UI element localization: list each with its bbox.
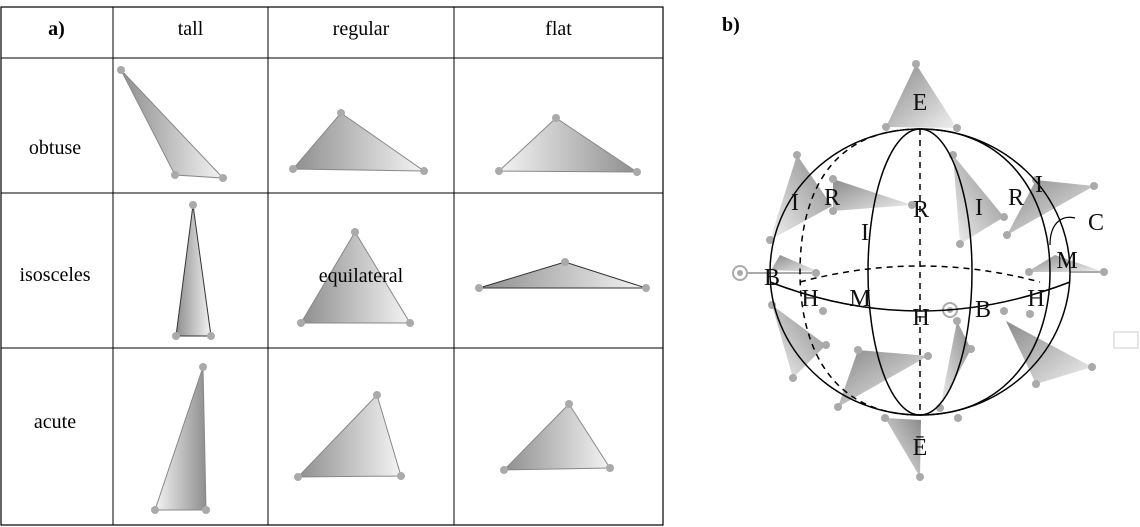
row-header-acute: acute [33, 411, 77, 433]
label-i-top-right: I [1035, 172, 1043, 198]
sphere-hidden-lines [799, 128, 1041, 416]
row-header-isosceles: isosceles [19, 264, 91, 286]
sphere-vertex-dots [766, 60, 1108, 481]
label-m-right: M [1056, 248, 1077, 274]
label-i-center: I [861, 220, 869, 246]
row-header-obtuse: obtuse [28, 137, 82, 159]
triangle-classification-table: a) tall regular flat obtuse isosceles ac… [0, 6, 664, 526]
label-e-bar: Ē [913, 435, 928, 461]
table-border [0, 6, 664, 526]
triangle-obtuse-regular [289, 109, 428, 175]
column-header-tall: tall [177, 18, 204, 40]
triangle-isosceles-flat [475, 258, 650, 292]
label-h-right: H [1027, 286, 1044, 312]
label-i-left: I [791, 190, 799, 216]
label-h-center: H [912, 305, 929, 331]
small-box [1113, 331, 1139, 349]
sphere-triangles [770, 64, 1104, 477]
triangle-equilateral [297, 228, 414, 327]
column-header-regular: regular [332, 18, 390, 40]
triangle-obtuse-flat [495, 114, 641, 176]
triangle-obtuse-tall [117, 66, 227, 182]
label-m-center: M [849, 286, 870, 312]
table-corner-label: a) [48, 18, 65, 40]
label-b-center: B [975, 297, 991, 323]
column-header-flat: flat [545, 18, 572, 40]
table-grid [0, 6, 664, 526]
equilateral-label: equilateral [318, 265, 404, 287]
triangle-acute-regular [294, 391, 405, 481]
label-e: E [913, 90, 928, 116]
triangle-acute-flat [500, 400, 614, 474]
label-b-left: B [764, 265, 780, 291]
label-c: C [1088, 210, 1104, 236]
triangle-isosceles-tall [172, 201, 215, 340]
label-r-right: R [1008, 185, 1024, 211]
label-r-center: R [913, 197, 929, 223]
triangle-acute-tall [151, 363, 210, 514]
panel-b-label: b) [722, 14, 740, 36]
label-h-left: H [801, 286, 818, 312]
label-r-left: R [824, 185, 840, 211]
label-i-right: I [975, 195, 983, 221]
